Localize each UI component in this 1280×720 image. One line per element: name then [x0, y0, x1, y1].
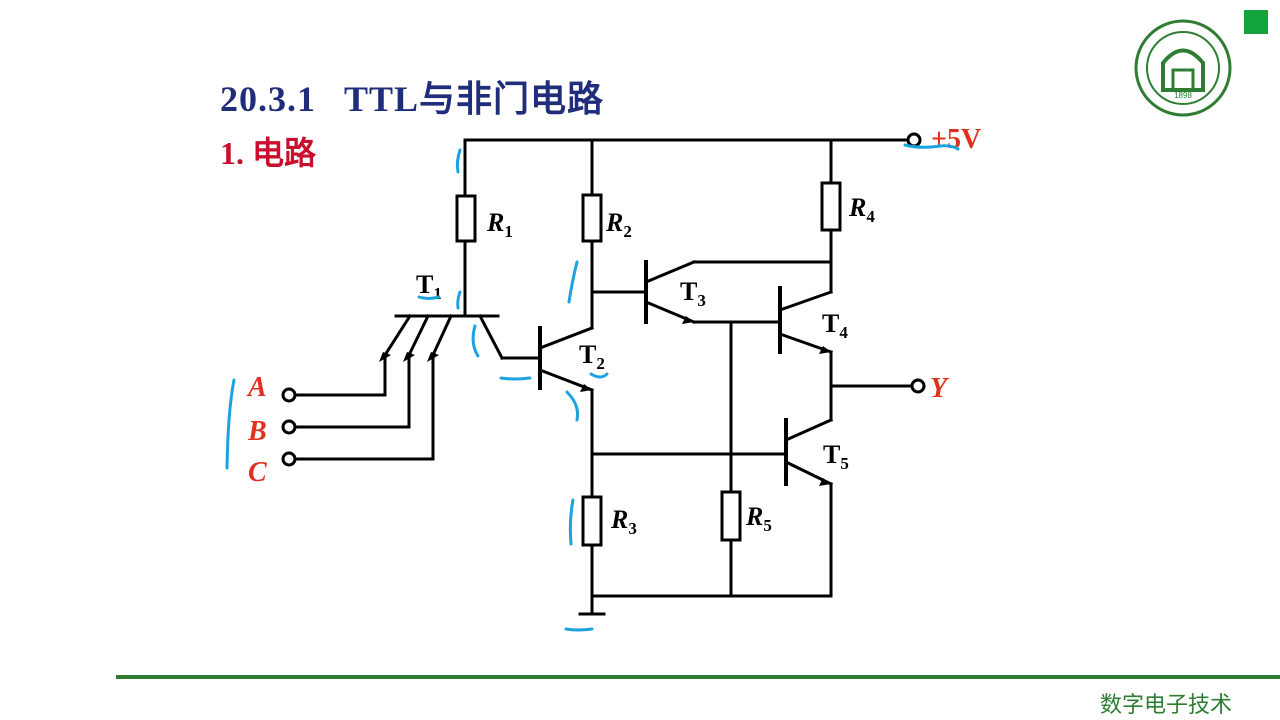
wires	[294, 138, 914, 616]
label-r3: R	[610, 505, 628, 534]
label-r5: R	[745, 502, 763, 531]
label-t1: T	[416, 270, 433, 299]
label-r4: R	[848, 193, 866, 222]
hand-annotations	[225, 143, 960, 632]
resistor-r5	[720, 490, 742, 542]
page-title: 20.3.1 TTL与非门电路	[220, 70, 604, 122]
svg-text:R4: R4	[848, 193, 875, 226]
svg-text:T2: T2	[579, 340, 605, 373]
svg-text:T5: T5	[823, 440, 849, 473]
input-label-b: B	[247, 416, 267, 447]
section-subtitle: 1. 电路	[220, 135, 317, 171]
component-labels: R1 R2 R4 R3 R5	[486, 193, 875, 538]
svg-text:R3: R3	[610, 505, 637, 538]
transistor-labels: T1 T2 T3 T4 T5	[416, 270, 849, 473]
svg-text:R5: R5	[745, 502, 772, 535]
section-title: TTL与非门电路	[344, 79, 605, 119]
svg-text:T1: T1	[416, 270, 442, 303]
footer-divider	[116, 675, 1280, 679]
label-t2: T	[579, 340, 596, 369]
label-r1: R	[486, 208, 504, 237]
svg-text:T4: T4	[822, 309, 848, 342]
label-t4: T	[822, 309, 839, 338]
resistor-r2	[581, 193, 603, 243]
section-number: 20.3.1	[220, 79, 316, 119]
input-label-c: C	[248, 457, 267, 488]
svg-text:R2: R2	[605, 208, 632, 241]
arrowheads	[379, 316, 831, 486]
supply-terminal	[906, 132, 922, 148]
input-terminal-a	[281, 387, 297, 403]
label-r2: R	[605, 208, 623, 237]
label-t5: T	[823, 440, 840, 469]
footer-course-title: 数字电子技术	[1099, 693, 1232, 718]
resistor-r1	[455, 194, 477, 243]
resistor-bodies	[455, 181, 842, 547]
input-label-a: A	[246, 372, 267, 403]
resistor-r4	[820, 181, 842, 232]
label-t3: T	[680, 277, 697, 306]
svg-text:T3: T3	[680, 277, 706, 310]
corner-marker	[1244, 10, 1268, 34]
input-terminal-b	[281, 419, 297, 435]
io-labels: A B C Y	[246, 372, 950, 488]
logo-year: 1898	[1174, 91, 1192, 100]
output-terminal	[910, 378, 926, 394]
svg-text:R1: R1	[486, 208, 513, 241]
university-logo: 1898	[1134, 19, 1232, 117]
input-terminal-c	[281, 451, 297, 467]
supply-label: +5V	[931, 124, 981, 155]
resistor-r3	[581, 495, 603, 547]
output-label: Y	[930, 373, 950, 404]
terminals	[281, 132, 926, 467]
